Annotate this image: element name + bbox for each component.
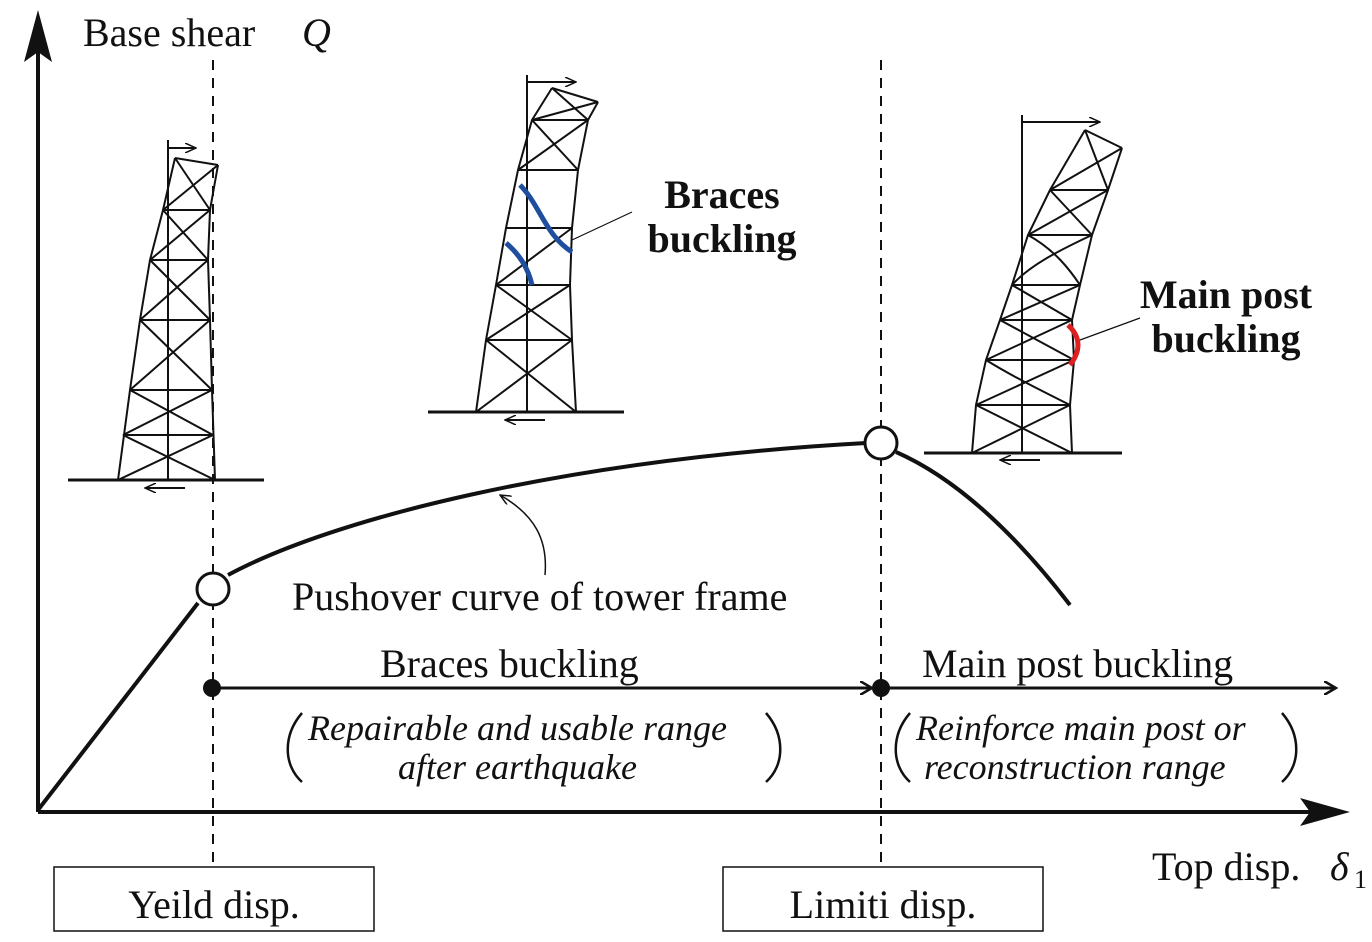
limit-disp-label: Limiti disp. xyxy=(790,882,977,927)
yield-point-marker xyxy=(195,571,231,607)
mainpost-note-close-paren xyxy=(1281,712,1298,783)
y-axis-symbol: Q xyxy=(302,10,331,55)
y-axis-label: Base shear xyxy=(83,10,255,55)
braces-buckling-label-line1: Braces xyxy=(664,172,780,217)
braces-range-title: Braces buckling xyxy=(380,641,639,686)
x-axis-label: Top disp. xyxy=(1152,844,1300,889)
braces-note-line1: Repairable and usable range xyxy=(307,708,727,748)
mainpost-range-title: Main post buckling xyxy=(922,641,1233,686)
x-axis-symbol: δ xyxy=(1330,844,1350,889)
tower-frame-elastic xyxy=(68,140,264,488)
mainpost-buckling-label-line2: buckling xyxy=(1152,316,1301,361)
braces-buckling-label-line2: buckling xyxy=(648,216,797,261)
braces-note-close-paren xyxy=(765,712,782,783)
tower-frame-braces-buckled xyxy=(428,75,633,420)
mainpost-note-line1: Reinforce main post or xyxy=(915,708,1247,748)
yield-disp-label: Yeild disp. xyxy=(128,882,300,927)
pushover-curve xyxy=(36,441,1072,812)
tower-frame-mainpost-buckled xyxy=(924,115,1141,460)
mainpost-note-open-paren xyxy=(894,712,911,783)
braces-note-open-paren xyxy=(286,712,303,783)
curve-label-leader xyxy=(500,495,547,576)
mainpost-buckling-label-line1: Main post xyxy=(1140,272,1313,317)
curve-label: Pushover curve of tower frame xyxy=(292,574,787,619)
braces-note-line2: after earthquake xyxy=(398,747,637,787)
x-axis xyxy=(38,798,1350,826)
braces-range-arrow xyxy=(203,679,872,697)
limit-disp-box: Limiti disp. xyxy=(722,866,1044,932)
y-axis xyxy=(24,10,52,812)
yield-disp-box: Yeild disp. xyxy=(53,866,375,932)
limit-point-marker xyxy=(863,425,899,461)
mainpost-range-arrow xyxy=(872,679,1336,697)
x-axis-symbol-subscript: 1 xyxy=(1354,865,1367,894)
mainpost-note-line2: reconstruction range xyxy=(924,747,1226,787)
